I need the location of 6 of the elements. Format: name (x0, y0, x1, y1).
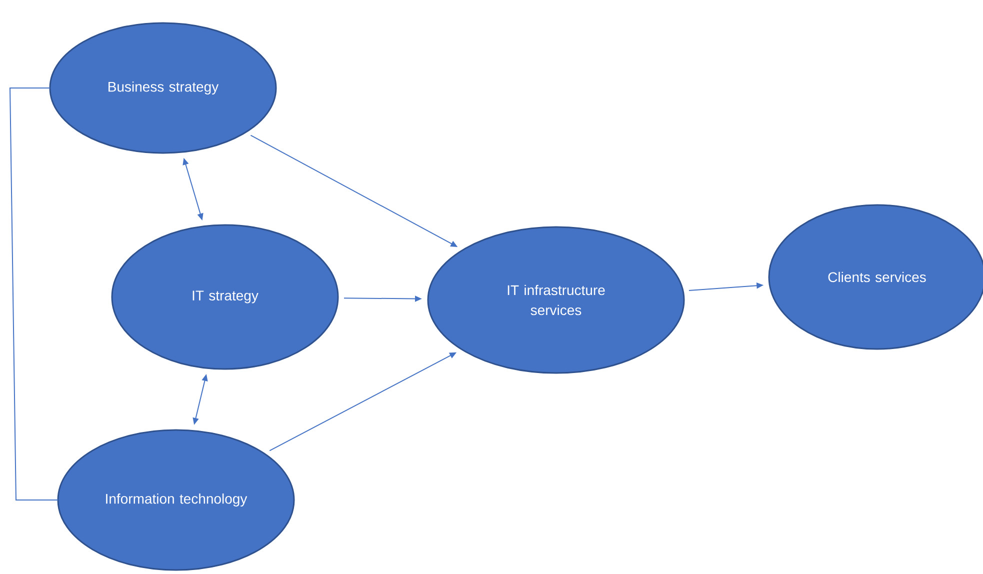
ellipse-node: Business strategy (49, 22, 277, 154)
ellipse-node: Information technology (57, 429, 295, 571)
ellipse-node: IT strategy (111, 224, 339, 370)
connector-line (10, 88, 58, 500)
ellipse-node: Clients services (768, 204, 983, 350)
ellipse-node: IT infrastructure services (427, 226, 685, 374)
